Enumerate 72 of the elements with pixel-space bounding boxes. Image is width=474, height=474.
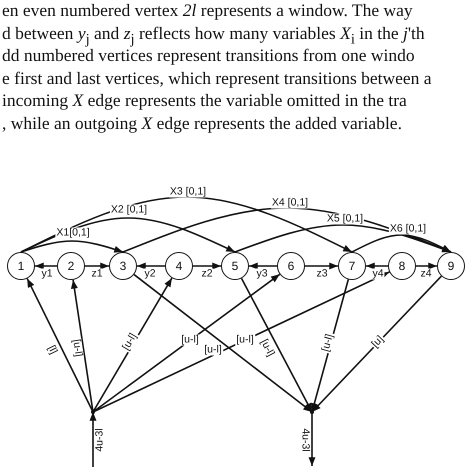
edge-label: [u] (369, 333, 387, 351)
edge-label: X4 [0,1] (270, 198, 310, 208)
edge-label: [l] (44, 343, 60, 357)
edge-label: z3 (315, 268, 329, 280)
edge-label: X1[0,1] (55, 228, 91, 238)
edge-label: 4u-3l (300, 427, 310, 453)
edge-label: [u-l] (258, 336, 276, 360)
curved-arrow (20, 196, 352, 253)
edge-label: X2 [0,1] (110, 204, 148, 216)
curved-arrow (352, 234, 452, 253)
paragraph-text: en even numbered vertex 2l represents a window. The way (2, 0, 413, 21)
edge-label: [u-l] (235, 334, 255, 346)
arrow (193, 262, 221, 270)
arrow (26, 278, 94, 412)
arrow (134, 274, 312, 413)
edge-label: y3 (255, 268, 269, 280)
arrow (240, 278, 313, 412)
edge-label: y4 (371, 268, 385, 280)
edge-label: 4u-3l (94, 427, 106, 453)
edge-label: [u-l] (70, 338, 84, 358)
curved-arrow (234, 224, 452, 253)
edge-label: X3 [0,1] (168, 186, 208, 198)
paragraph-text: incoming X edge represents the variable omitted in the tra (2, 90, 407, 111)
arrow (92, 271, 390, 413)
vertex-circle (277, 252, 305, 280)
junction-dot (310, 410, 314, 414)
edge-label: [u-l] (203, 344, 223, 356)
vertex-circle (109, 252, 137, 280)
vertex-number: 3 (120, 259, 126, 273)
edge-label: [u-l] (180, 334, 200, 346)
vertex-number: 5 (232, 259, 238, 273)
arrow (92, 274, 280, 413)
arrow (310, 279, 350, 412)
vertex-number: 9 (448, 259, 454, 273)
arrow (92, 278, 173, 412)
curved-arrow (20, 240, 124, 253)
junction-dot (91, 410, 95, 414)
arrow (305, 262, 338, 270)
edge-label: z1 (90, 268, 104, 280)
edge-label: [u-l] (320, 332, 336, 354)
edge-label: z2 (200, 268, 214, 280)
arrow (308, 412, 316, 466)
edge-label: z4 (419, 268, 433, 280)
vertex-circle (437, 252, 465, 280)
edge-label: y1 (40, 268, 54, 280)
edge-label: y2 (143, 268, 157, 280)
arrow (366, 262, 388, 270)
vertex-number: 2 (68, 259, 74, 273)
vertex-number: 1 (18, 259, 24, 273)
vertex-number: 6 (288, 259, 294, 273)
arrow (416, 262, 437, 270)
vertex-circle (57, 252, 85, 280)
arrow (35, 262, 57, 270)
vertex-number: 7 (348, 259, 356, 273)
vertex-circle (338, 252, 366, 280)
arrow (137, 262, 165, 270)
vertex-circle (221, 252, 249, 280)
arrow (249, 262, 277, 270)
arrow (85, 262, 109, 270)
vertex-number: 8 (398, 259, 406, 273)
arrow (311, 276, 442, 413)
vertex-number: 4 (176, 259, 182, 273)
paragraph-text: d between y$_{j}$ and z$_{j}$ reflects how many variables X$_{i}$ in the j'th (2, 22, 425, 48)
paragraph-text: , while an outgoing X edge represents the added variable. (2, 112, 402, 134)
arrow (70, 280, 94, 412)
vertex-circle (165, 252, 193, 280)
paragraph-text: e first and last vertices, which represent transitions between a (2, 68, 432, 88)
vertex-circle (388, 252, 416, 280)
vertex-circle (7, 252, 35, 280)
edge-label: X5 [0,1] (326, 214, 364, 224)
arrow (90, 412, 96, 467)
edge-label: X6 [0,1] (388, 224, 428, 234)
